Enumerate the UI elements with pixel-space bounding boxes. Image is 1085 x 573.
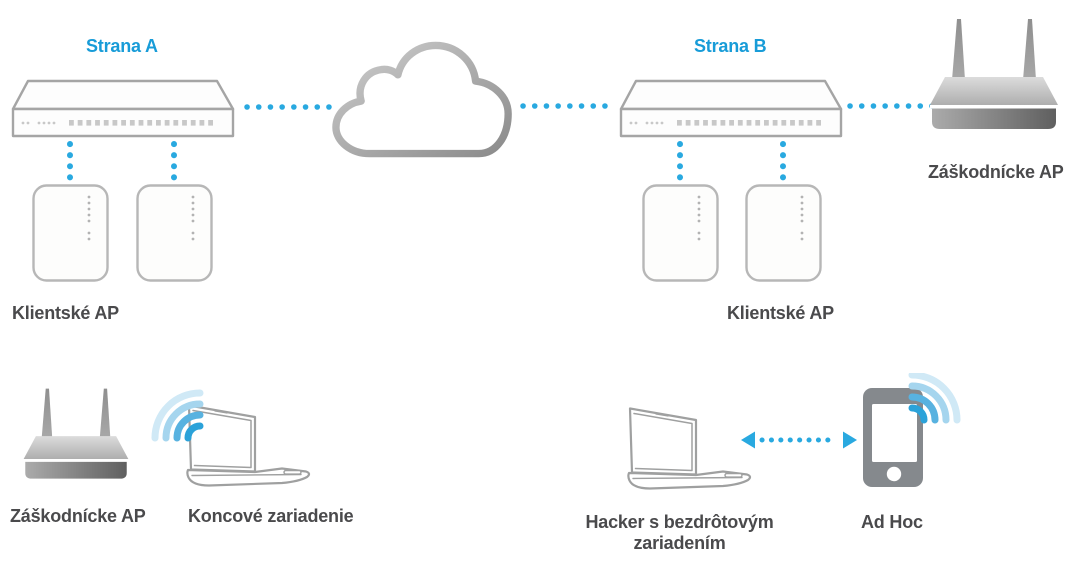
client-ap-b1-icon xyxy=(642,184,719,282)
end-device-label: Koncové zariadenie xyxy=(188,506,354,526)
side-b-title: Strana B xyxy=(694,36,767,56)
antenna-icon xyxy=(952,19,965,80)
client-ap-a2-icon xyxy=(136,184,213,282)
laptop-icon xyxy=(627,407,752,490)
rogue-ap-top-label: Záškodnícke AP xyxy=(928,162,1064,182)
client-ap-b2-icon xyxy=(745,184,822,282)
wifi-signal-icon xyxy=(151,389,204,442)
home-button-icon xyxy=(886,466,902,482)
client-ap-a-label: Klientské AP xyxy=(12,303,119,323)
adhoc-label: Ad Hoc xyxy=(861,512,923,532)
client-ap-a1-icon xyxy=(32,184,109,282)
antenna-icon xyxy=(1023,19,1036,80)
laptop-icon xyxy=(186,404,311,487)
network-switch-a-icon xyxy=(11,79,235,138)
wifi-signal-icon xyxy=(908,373,961,424)
rogue-ap-bottom-label: Záškodnícke AP xyxy=(10,506,146,526)
end-device-laptop-icon xyxy=(151,389,311,487)
hacker-laptop-icon xyxy=(627,407,752,490)
hacker-label: Hacker s bezdrôtovým zariadením xyxy=(585,512,774,553)
antenna-icon xyxy=(99,388,111,439)
smartphone-screen xyxy=(872,404,917,462)
wan-cloud-icon xyxy=(332,41,512,158)
side-a-title: Strana A xyxy=(86,36,158,56)
client-ap-b-label: Klientské AP xyxy=(727,303,834,323)
adhoc-smartphone-icon xyxy=(863,373,961,487)
rogue-ap-top-icon xyxy=(930,19,1058,129)
adhoc-arrow-icon xyxy=(741,431,857,449)
rogue-ap-bottom-icon xyxy=(23,388,129,479)
antenna-icon xyxy=(41,388,53,439)
network-switch-b-icon xyxy=(619,79,843,138)
